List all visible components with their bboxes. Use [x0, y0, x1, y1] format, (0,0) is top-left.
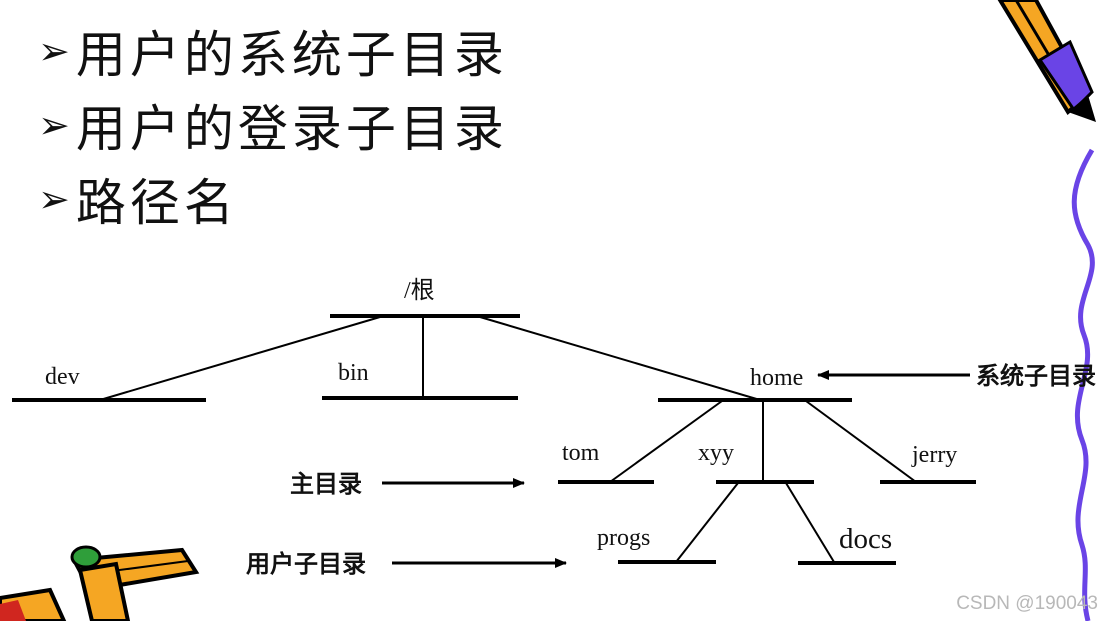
annotation-home-dir: 主目录: [290, 470, 362, 498]
edge-xyy-docs: [785, 482, 835, 563]
node-label-docs: docs: [839, 523, 892, 555]
pencil-decoration-top-right: [997, 0, 1096, 122]
arrow-bullet-icon: ➢: [38, 29, 70, 73]
node-label-bin: bin: [338, 360, 369, 386]
edge-root-home: [479, 316, 761, 401]
bullet-item: ➢ 路径名: [38, 162, 508, 236]
arrow-bullet-icon: ➢: [38, 177, 70, 221]
annotation-user-subdir: 用户子目录: [246, 550, 366, 578]
annotation-system-subdir: 系统子目录: [976, 362, 1096, 390]
edge-home-tom: [609, 400, 723, 483]
watermark: CSDN @190043: [956, 593, 1098, 614]
edge-xyy-progs: [675, 482, 739, 563]
bullet-item: ➢ 用户的登录子目录: [38, 88, 508, 162]
bullet-list: ➢ 用户的系统子目录 ➢ 用户的登录子目录 ➢ 路径名: [38, 14, 508, 236]
edge-root-dev: [99, 316, 381, 401]
bullet-text: 路径名: [75, 174, 238, 232]
arrow-bullet-icon: ➢: [38, 103, 70, 147]
pencil-decoration-bottom-left: [0, 545, 200, 621]
node-label-jerry: jerry: [911, 442, 957, 468]
node-label-xyy: xyy: [698, 440, 734, 466]
node-label-tom: tom: [562, 440, 600, 466]
node-label-dev: dev: [45, 364, 80, 390]
bullet-item: ➢ 用户的系统子目录: [38, 14, 508, 88]
bullet-text: 用户的登录子目录: [75, 100, 508, 158]
node-label-home: home: [750, 365, 803, 391]
edge-home-jerry: [805, 400, 917, 483]
bullet-text: 用户的系统子目录: [75, 26, 508, 84]
node-label-root: /根: [404, 277, 435, 304]
node-label-progs: progs: [597, 525, 650, 551]
wavy-border-decoration: [1071, 148, 1095, 621]
